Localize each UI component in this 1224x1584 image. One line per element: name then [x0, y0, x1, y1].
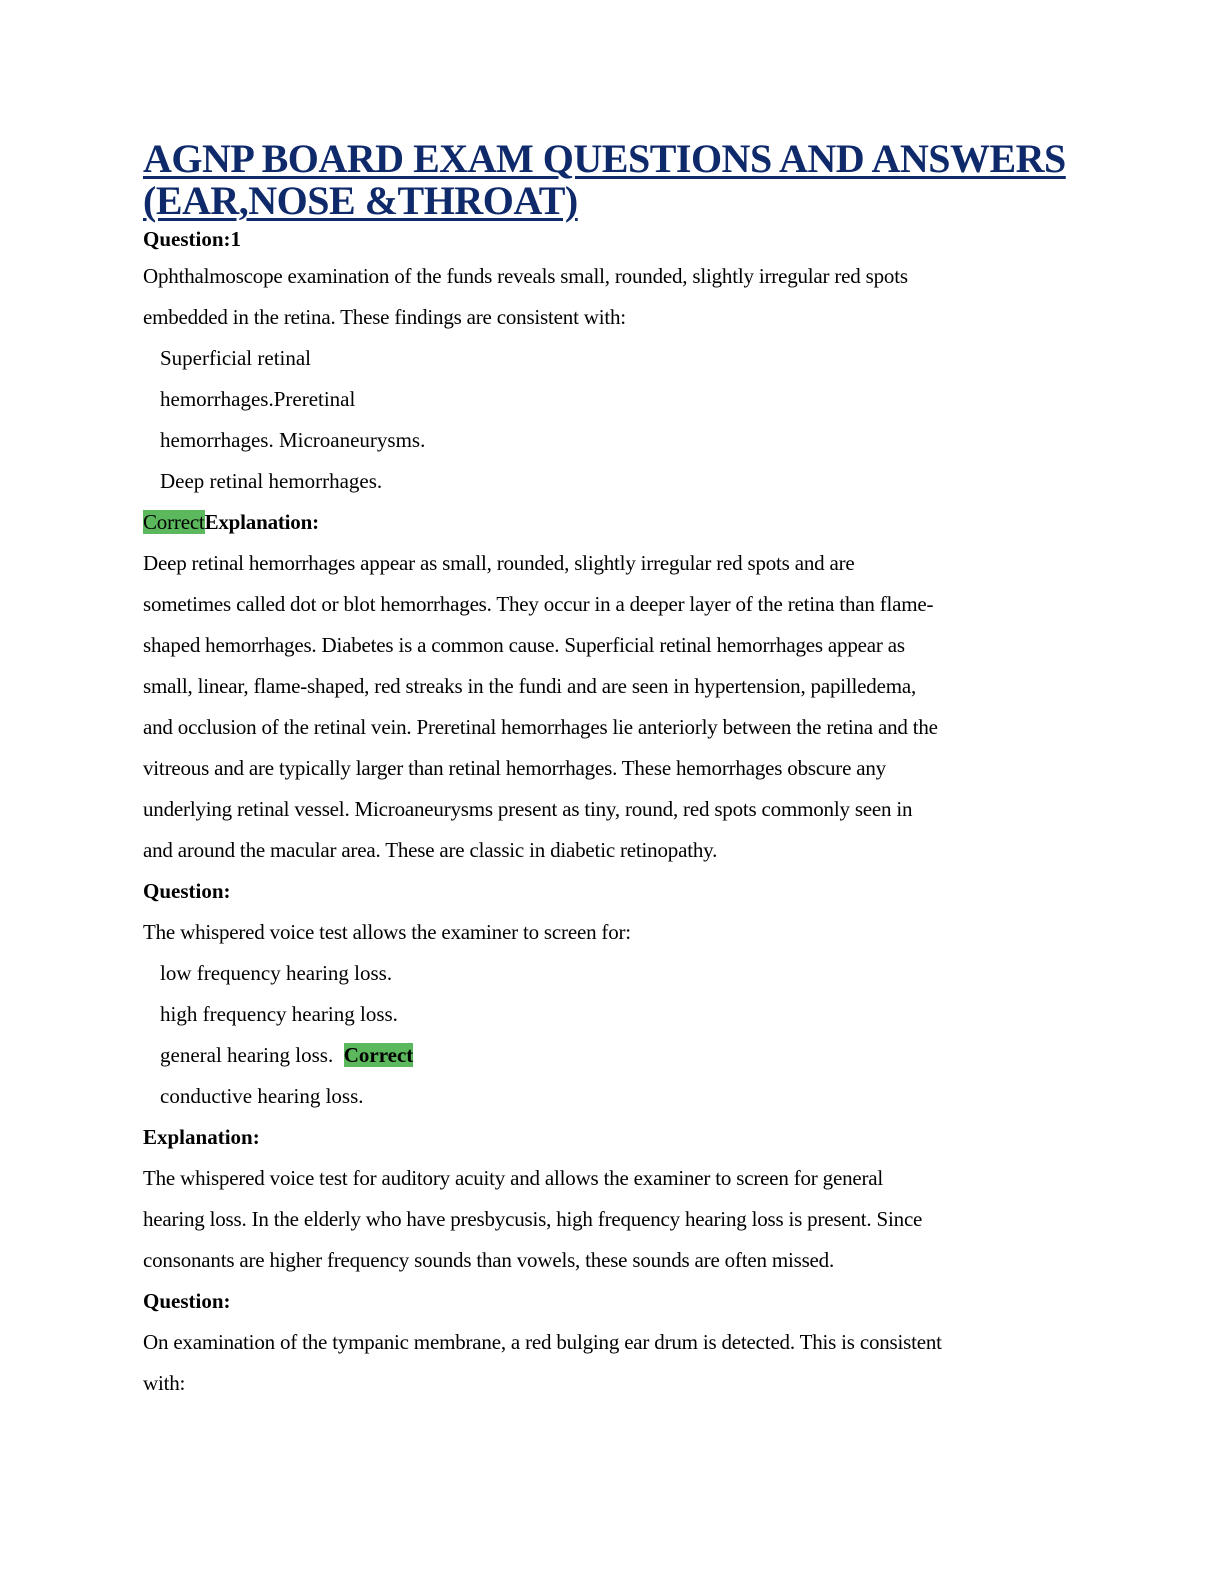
question-heading: Question:1 — [143, 227, 242, 251]
explanation-line: consonants are higher frequency sounds t… — [143, 1248, 835, 1272]
question-stem: On examination of the tympanic membrane,… — [143, 1330, 942, 1354]
explanation-line: Deep retinal hemorrhages appear as small… — [143, 551, 855, 575]
explanation-line: and occlusion of the retinal vein. Prere… — [143, 715, 938, 739]
question-stem: The whispered voice test allows the exam… — [143, 920, 631, 944]
question-heading: Question: — [143, 1289, 231, 1313]
question-stem: Ophthalmoscope examination of the funds … — [143, 264, 908, 288]
explanation-line: and around the macular area. These are c… — [143, 838, 718, 862]
question-1: Question:1 Ophthalmoscope examination of… — [143, 226, 1083, 871]
answer-option: hemorrhages. Microaneurysms. — [160, 428, 426, 452]
explanation-line: shaped hemorrhages. Diabetes is a common… — [143, 633, 905, 657]
explanation-line: hearing loss. In the elderly who have pr… — [143, 1207, 923, 1231]
explanation-label: Explanation: — [204, 510, 320, 534]
question-heading: Question: — [143, 879, 231, 903]
answer-option-text: general hearing loss. — [160, 1043, 334, 1067]
explanation-line: sometimes called dot or blot hemorrhages… — [143, 592, 934, 616]
question-2: Question: The whispered voice test allow… — [143, 871, 1083, 1281]
answer-option-correct: general hearing loss. Correct — [143, 1035, 1083, 1076]
correct-explanation-row: CorrectExplanation: — [143, 502, 1083, 543]
document-page: AGNP BOARD EXAM QUESTIONS AND ANSWERS (E… — [143, 138, 1083, 1404]
document-title: AGNP BOARD EXAM QUESTIONS AND ANSWERS (E… — [143, 138, 1083, 222]
explanation-label: Explanation: — [143, 1125, 260, 1149]
explanation-line: The whispered voice test for auditory ac… — [143, 1166, 884, 1190]
answer-option: Deep retinal hemorrhages. — [160, 469, 383, 493]
explanation-line: small, linear, flame-shaped, red streaks… — [143, 674, 917, 698]
question-stem: with: — [143, 1371, 186, 1395]
answer-option: high frequency hearing loss. — [160, 1002, 398, 1026]
title-line-1: AGNP BOARD EXAM QUESTIONS AND ANSWERS — [143, 136, 1066, 181]
answer-option: conductive hearing loss. — [160, 1084, 364, 1108]
answer-option: low frequency hearing loss. — [160, 961, 393, 985]
answer-option: hemorrhages.Preretinal — [160, 387, 356, 411]
title-line-2: (EAR,NOSE &THROAT) — [143, 178, 578, 223]
explanation-line: vitreous and are typically larger than r… — [143, 756, 886, 780]
answer-option: Superficial retinal — [160, 346, 312, 370]
explanation-line: underlying retinal vessel. Microaneurysm… — [143, 797, 913, 821]
correct-highlight: Correct — [143, 510, 205, 534]
question-3: Question: On examination of the tympanic… — [143, 1281, 1083, 1404]
correct-highlight: Correct — [343, 1043, 414, 1067]
question-stem: embedded in the retina. These findings a… — [143, 305, 626, 329]
